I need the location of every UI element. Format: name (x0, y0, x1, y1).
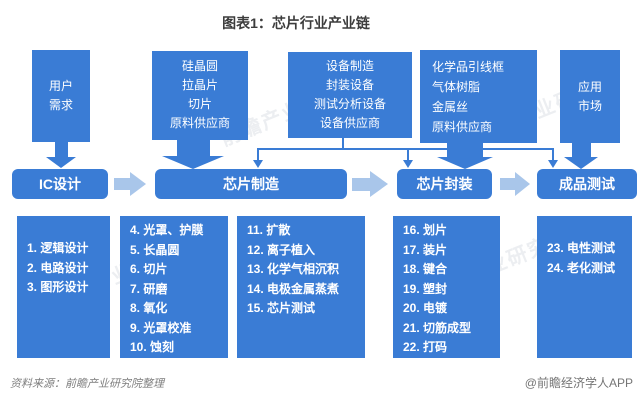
box-user-demand: 用户 需求 (32, 50, 90, 142)
box-text-line: 应用 (577, 79, 602, 94)
down-arrow-icon (564, 143, 598, 169)
flow-arrow-icon (500, 172, 530, 196)
box-text-line: 原料供应商 (169, 116, 230, 130)
box-text-line: 气体树脂 (432, 80, 481, 94)
arrowhead-icon (548, 160, 558, 168)
box-text-line: 金属丝 (432, 100, 469, 114)
down-arrow-icon (46, 142, 76, 168)
list-manufacturing-front-steps: 4. 光罩、护膜 5. 长晶圆 6. 切片 7. 研磨 8. 氧化 9. 光罩校… (120, 216, 228, 358)
connector-line (257, 148, 554, 150)
list-item: 3. 图形设计 (27, 280, 89, 294)
list-item: 10. 蚀刻 (130, 340, 175, 354)
box-text-line: 化学品引线框 (432, 60, 505, 74)
connector-line (342, 138, 344, 150)
flow-arrow-icon (114, 172, 146, 196)
arrowhead-icon (403, 160, 413, 168)
list-item: 1. 逻辑设计 (27, 241, 89, 255)
list-item: 20. 电镀 (403, 301, 448, 315)
source-note: 资料来源：前瞻产业研究院整理 (10, 378, 164, 390)
box-equipment-supplier: 设备制造 封装设备 测试分析设备 设备供应商 (288, 52, 412, 138)
box-text-line: 测试分析设备 (313, 97, 386, 111)
list-manufacturing-back-steps: 11. 扩散 12. 离子植入 13. 化学气相沉积 14. 电极金属蒸煮 15… (237, 216, 365, 358)
box-text-line: 硅晶圆 (181, 59, 218, 73)
list-item: 8. 氧化 (130, 301, 168, 315)
box-text-line: 设备供应商 (319, 116, 380, 130)
box-material-supplier: 化学品引线框 气体树脂 金属丝 原料供应商 (420, 50, 537, 143)
box-text-line: 需求 (48, 98, 73, 112)
list-item: 7. 研磨 (130, 281, 168, 296)
list-packaging-steps: 16. 划片 17. 装片 18. 键合 19. 塑封 20. 电镀 21. 切… (393, 216, 500, 358)
list-item: 21. 切筋成型 (403, 320, 472, 335)
list-item: 4. 光罩、护膜 (130, 223, 204, 237)
box-text-line: 设备制造 (325, 59, 374, 73)
flow-stage-final-test: 成品测试 (537, 169, 637, 199)
flow-stage-ic-design: IC设计 (12, 169, 108, 199)
list-item: 12. 离子植入 (247, 242, 316, 257)
box-text-line: 切片 (187, 97, 212, 111)
list-item: 16. 划片 (403, 223, 448, 237)
connector-line (407, 150, 409, 161)
list-testing-steps: 23. 电性测试 24. 老化测试 (537, 216, 632, 358)
list-item: 17. 装片 (403, 242, 448, 257)
arrowhead-icon (253, 160, 263, 168)
connector-line (257, 148, 259, 161)
box-text-line: 拉晶片 (181, 78, 218, 92)
box-text-line: 原料供应商 (432, 120, 493, 134)
box-wafer-supplier: 硅晶圆 拉晶片 切片 原料供应商 (152, 51, 248, 140)
list-item: 6. 切片 (130, 262, 168, 276)
list-item: 23. 电性测试 (547, 241, 616, 255)
list-item: 19. 塑封 (403, 281, 448, 296)
list-item: 18. 键合 (403, 262, 448, 276)
list-item: 22. 打码 (403, 340, 448, 354)
list-item: 9. 光罩校准 (130, 320, 192, 335)
flow-stage-manufacturing: 芯片制造 (155, 169, 347, 199)
connector-line (552, 150, 554, 161)
list-item: 2. 电路设计 (27, 260, 89, 275)
list-item: 5. 长晶圆 (130, 242, 180, 257)
chart-title: 图表1：芯片行业产业链 (222, 15, 370, 31)
list-item: 24. 老化测试 (547, 260, 616, 275)
list-item: 15. 芯片测试 (247, 301, 316, 315)
list-design-steps: 1. 逻辑设计 2. 电路设计 3. 图形设计 (17, 216, 110, 358)
flow-stage-packaging: 芯片封装 (397, 169, 492, 199)
credit-note: @前瞻经济学人APP (524, 376, 633, 390)
box-app-market: 应用 市场 (560, 50, 620, 143)
box-text-line: 封装设备 (325, 78, 374, 92)
down-arrow-icon (162, 140, 224, 169)
list-item: 11. 扩散 (247, 223, 291, 237)
list-item: 14. 电极金属蒸煮 (247, 281, 340, 296)
box-text-line: 用户 (48, 79, 73, 93)
flow-arrow-icon (352, 171, 388, 197)
box-text-line: 市场 (577, 98, 602, 113)
list-item: 13. 化学气相沉积 (247, 262, 340, 276)
down-arrow-icon (437, 143, 493, 169)
